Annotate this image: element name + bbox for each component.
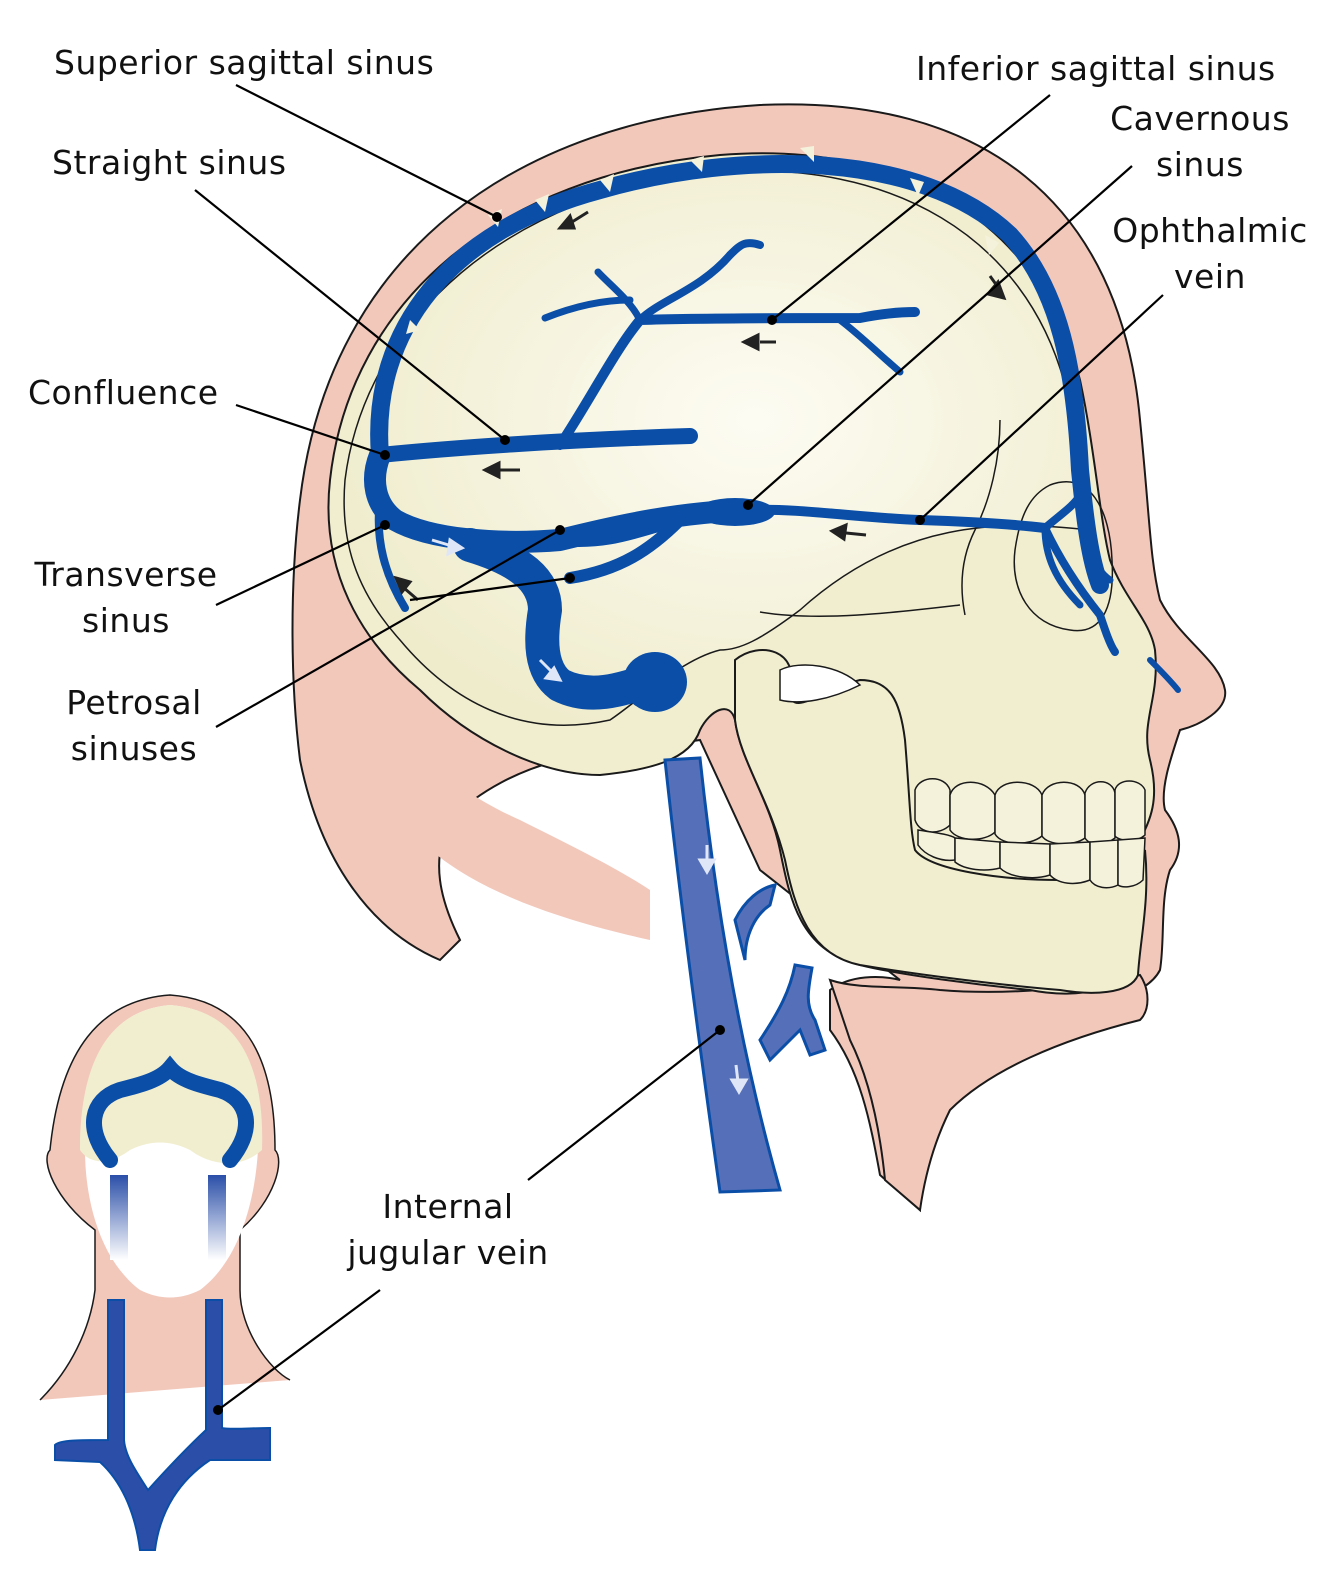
leader-dots (213, 212, 925, 1415)
label-internal-jugular-vein: Internal jugular vein (347, 1187, 549, 1272)
label-inferior-sagittal-sinus: Inferior sagittal sinus (916, 49, 1276, 88)
leader-lines (194, 84, 1164, 1411)
sigmoid-sinus-vessel (453, 528, 667, 710)
inset-jugular-veins (54, 1299, 271, 1551)
label-transverse-sinus: Transverse sinus (34, 555, 218, 640)
venous-sinuses (364, 155, 1181, 712)
label-ophthalmic-vein: Ophthalmic vein (1112, 211, 1308, 296)
superior-sagittal-sinus-vessel (370, 155, 1109, 594)
flow-arrows-light (431, 537, 749, 1095)
upper-teeth (914, 778, 1146, 845)
label-confluence: Confluence (28, 373, 219, 412)
lower-teeth (917, 829, 1146, 889)
flow-arrows (393, 210, 1007, 602)
inset-sinus-loop (86, 1055, 254, 1168)
inset-front-view (39, 994, 291, 1551)
straight-sinus-vessel (372, 428, 698, 463)
label-straight-sinus: Straight sinus (52, 143, 287, 182)
label-petrosal-sinuses: Petrosal sinuses (66, 683, 202, 768)
internal-jugular-vein-vessel (663, 756, 827, 1194)
label-superior-sagittal-sinus: Superior sagittal sinus (54, 43, 435, 82)
label-cavernous-sinus: Cavernous sinus (1110, 99, 1290, 184)
